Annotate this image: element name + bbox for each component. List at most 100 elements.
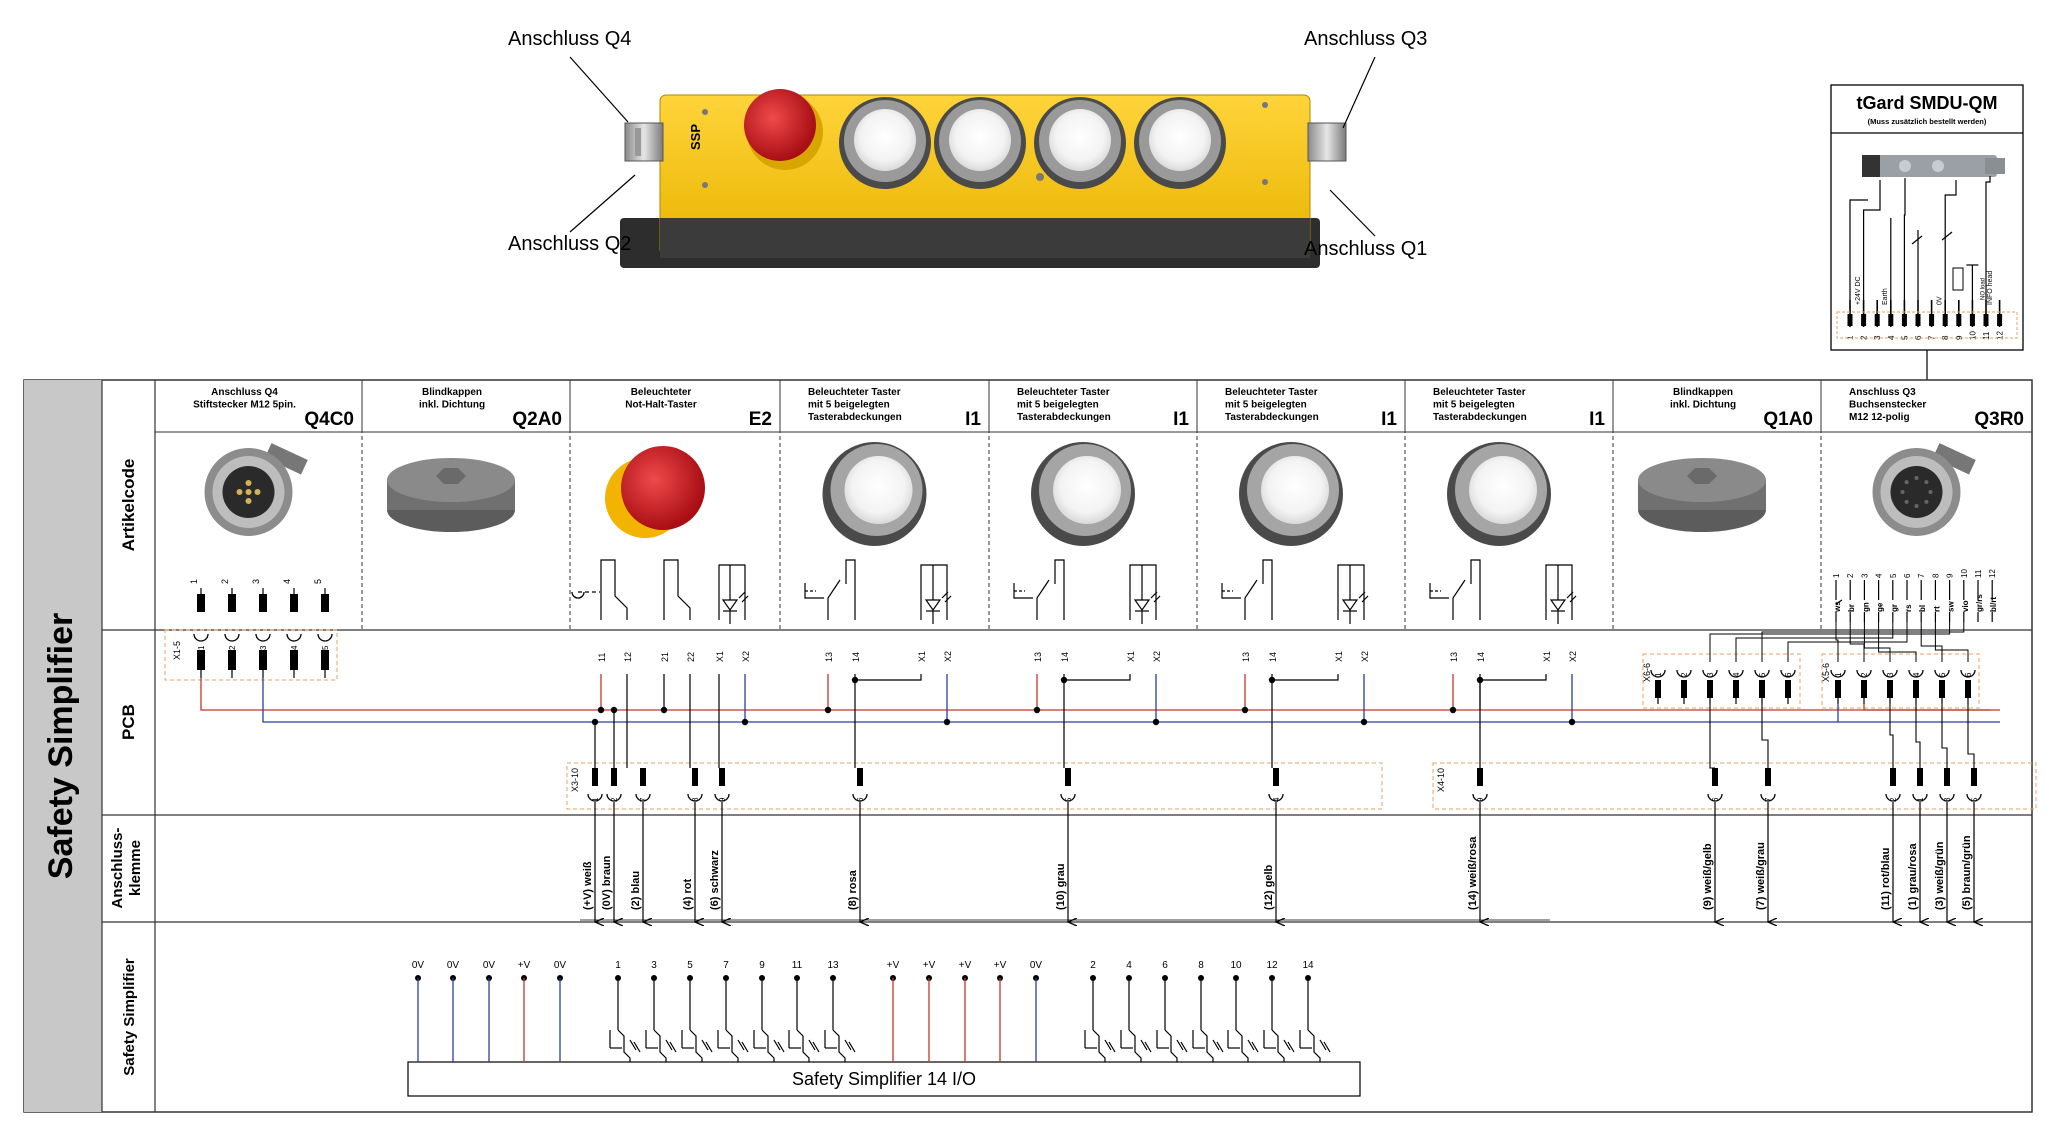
q3-wire-color: ge [1876,602,1885,612]
x-pin-marker [1917,768,1923,786]
x-pin-marker [640,768,646,786]
simplifier-box [407,1061,1361,1097]
x-pin-marker [611,768,617,786]
device-button-2 [934,97,1026,189]
tgard-func-label: +24V DC [1855,276,1862,305]
pcb-pin-label: 4 [1912,672,1921,677]
terminal-label: (12) gelb [1263,864,1275,910]
x-pin-label: 7 [639,797,648,802]
pcb-pin-label: 5 [1758,672,1767,677]
q3-wire-color: gn [1861,602,1870,612]
simplifier-box-label: Safety Simplifier 14 I/O [792,1069,976,1089]
x1-pin-label: 4 [290,645,299,650]
ss-terminal-label: +V [887,960,900,971]
terminal-label: (5) braun/grün [1961,835,1973,910]
ss-terminal-label: 0V [1030,960,1043,971]
x-pin-label: 1 [591,797,600,802]
article-description: M12 12-polig [1849,412,1910,423]
ss-terminal-label: +V [994,960,1007,971]
x-pin-marker [1765,768,1771,786]
article-description: Beleuchteter Taster [808,387,901,398]
terminal-row: (+V) weiß(0V) braun(2) blau(4) rot(6) sc… [580,802,1974,922]
x-pin-label: 3 [1943,797,1952,802]
junction-dot [610,706,618,714]
q3-pin-label: 8 [1931,573,1940,578]
q3-pin-label: 7 [1917,573,1926,578]
main-frame: Safety Simplifier Artikelcode PCB Anschl… [23,379,2033,1113]
q3-wire-color: vio [1961,600,1970,612]
ss-terminal-label: 8 [1198,960,1204,971]
row-label-anschluss: Anschluss-klemme [109,828,144,909]
device-logo: SSP [688,124,703,150]
article-code: Q1A0 [1763,409,1813,430]
junction-dot [660,706,668,714]
ss-terminal-label: 0V [554,960,567,971]
terminal-label: (11) rot/blau [1880,848,1892,910]
article-description: Beleuchteter Taster [1225,387,1318,398]
article-description: Stiftstecker M12 5pin. [193,400,296,411]
x-pin-marker [1944,768,1950,786]
port-callouts: Anschluss Q4 Anschluss Q3 Anschluss Q2 A… [508,28,1427,260]
x-pin-marker [719,768,725,786]
q3-wire-color: bl [1918,605,1927,612]
article-description: Beleuchteter [631,387,692,398]
m12-male-connector-image [204,443,308,536]
pcb-pin-label: 1 [1834,672,1843,677]
emergency-stop-image [605,446,705,538]
article-code: Q4C0 [304,409,354,430]
q3-pin-label: 12 [1988,569,1997,578]
device-button-1 [839,97,931,189]
terminal-label: (1) grau/rosa [1907,842,1919,910]
ss-terminal-label: 0V [483,960,496,971]
q4-pin-label: 2 [220,579,230,584]
ss-terminal-label: 11 [792,960,803,971]
ss-terminal-label: 10 [1230,960,1242,971]
pcb-pin-label: 6 [1964,672,1973,677]
ss-terminal-label: 1 [615,960,621,971]
q3-pin-label: 1 [1832,573,1841,578]
x-pin-marker [1971,768,1977,786]
x-pin-label: 6 [1711,797,1720,802]
ss-terminal-label: 2 [1090,960,1096,971]
q3-wire-color: ws [1833,601,1842,613]
article-description: Tasterabdeckungen [1225,412,1319,423]
article-description: Beleuchteter Taster [1017,387,1110,398]
port-q1-label: Anschluss Q1 [1304,238,1427,260]
button-contact-label: X1 [1542,651,1552,662]
push-button-image [1239,442,1343,546]
article-code: E2 [749,409,772,430]
article-description: Anschluss Q3 [1849,387,1916,398]
row-label-simplifier: Safety Simplifier [121,958,138,1076]
terminal-label: (+V) weiß [582,861,594,910]
ss-terminal-label: 3 [651,960,657,971]
article-description: Tasterabdeckungen [1017,412,1111,423]
junction-dot [1360,718,1368,726]
e2-contact-label: 11 [597,653,607,662]
port-q4-label: Anschluss Q4 [508,28,631,50]
junction-dot [1268,676,1276,684]
q3-pin-label: 10 [1960,569,1969,578]
device-button-3 [1034,97,1126,189]
junction-dot [1060,676,1068,684]
x-pin-marker [857,768,863,786]
ss-terminal-label: +V [518,960,531,971]
terminal-label: (4) rot [682,879,694,911]
terminal-label: (6) schwarz [709,850,721,910]
q3-wire-color: rs [1904,604,1913,612]
terminal-label: (3) weiß/grün [1934,841,1946,910]
button-contact-label: X2 [1568,651,1578,662]
e2-contact-label: 22 [686,652,696,662]
pcb-pin-label: 6 [1784,672,1793,677]
article-code: I1 [965,409,981,430]
ss-terminal-label: 6 [1162,960,1168,971]
junction-dot [943,718,951,726]
x-pin-label: 5 [1970,797,1979,802]
x1-label: X1-5 [172,641,182,660]
